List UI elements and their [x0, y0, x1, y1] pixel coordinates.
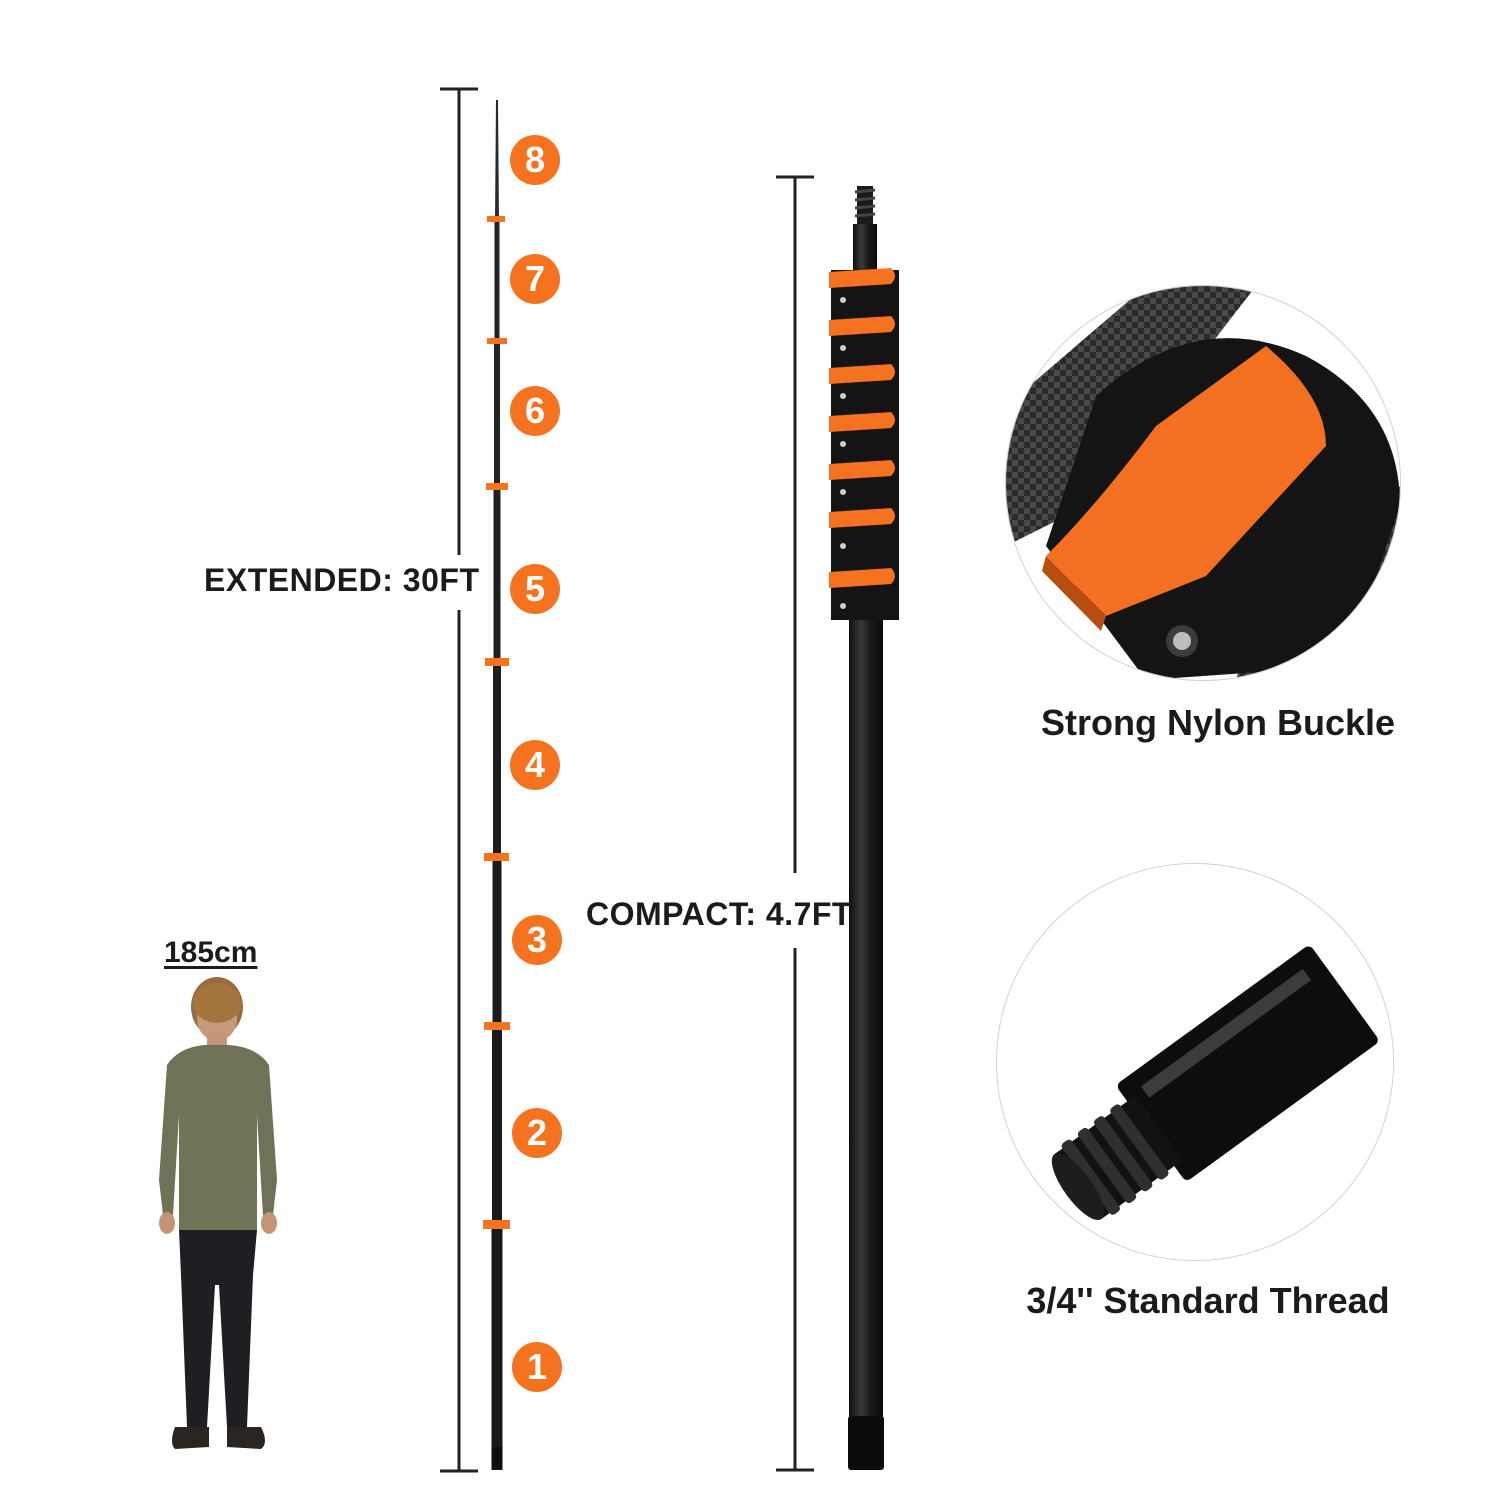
nylon-buckle-icon	[1006, 286, 1400, 680]
section-badge-1: 1	[512, 1342, 562, 1392]
thread-tip-icon	[997, 864, 1393, 1260]
section-badge-6: 6	[510, 386, 560, 436]
telescopic-pole-compact-icon	[829, 186, 899, 1470]
thread-detail-circle	[996, 863, 1394, 1261]
buckle-caption: Strong Nylon Buckle	[1040, 702, 1396, 743]
compact-dimension-bracket	[776, 175, 814, 1472]
person-icon	[159, 977, 277, 1449]
section-badge-2: 2	[512, 1108, 562, 1158]
section-badge-7: 7	[510, 254, 560, 304]
section-badge-5: 5	[510, 564, 560, 614]
extended-length-label: EXTENDED: 30FT	[200, 562, 484, 599]
section-badge-4: 4	[510, 740, 560, 790]
person-height-label: 185cm	[164, 936, 258, 969]
section-badge-3: 3	[512, 915, 562, 965]
compact-length-label: COMPACT: 4.7FT	[582, 896, 856, 933]
thread-caption: 3/4'' Standard Thread	[1026, 1280, 1390, 1321]
buckle-detail-circle	[1005, 285, 1401, 681]
section-badge-8: 8	[510, 135, 560, 185]
extended-dimension-bracket	[440, 87, 478, 1473]
telescopic-pole-extended-icon	[483, 100, 510, 1470]
